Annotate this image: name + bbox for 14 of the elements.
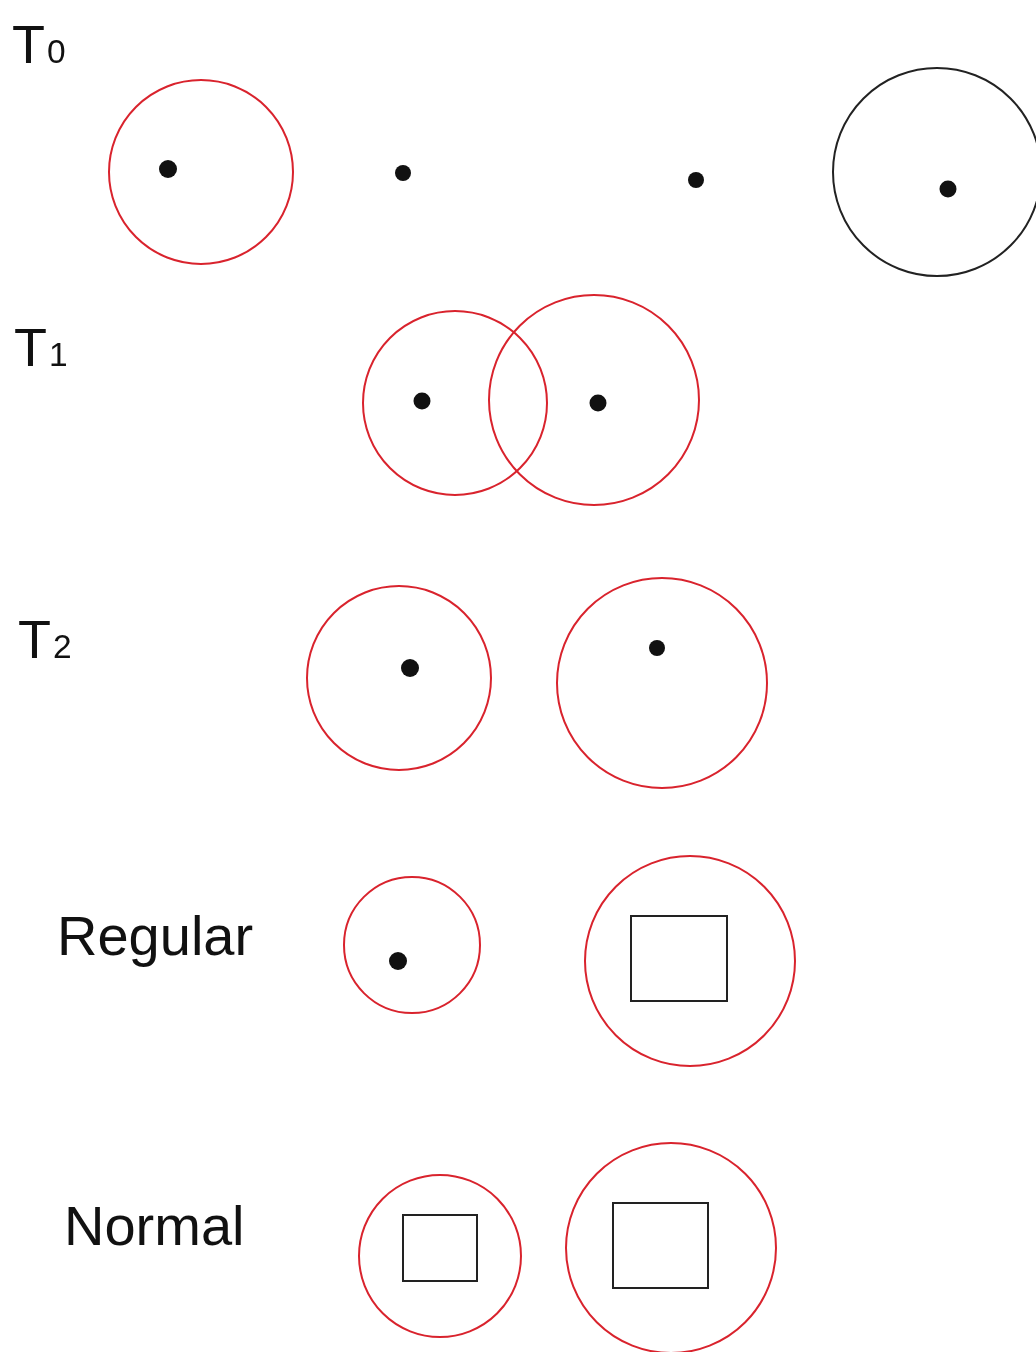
circle-outline bbox=[584, 855, 796, 1067]
circle-outline bbox=[306, 585, 492, 771]
circle-outline bbox=[488, 294, 700, 506]
square-outline bbox=[402, 1214, 478, 1282]
row-label: Normal bbox=[64, 1198, 245, 1254]
circle-outline bbox=[565, 1142, 777, 1352]
circle-outline bbox=[362, 310, 548, 496]
circle-outline bbox=[108, 79, 294, 265]
square-outline bbox=[612, 1202, 709, 1289]
circle-outline bbox=[358, 1174, 522, 1338]
circle-outline bbox=[832, 67, 1036, 277]
circle-outline bbox=[343, 876, 481, 1014]
circle-outline bbox=[556, 577, 768, 789]
square-outline bbox=[630, 915, 728, 1002]
